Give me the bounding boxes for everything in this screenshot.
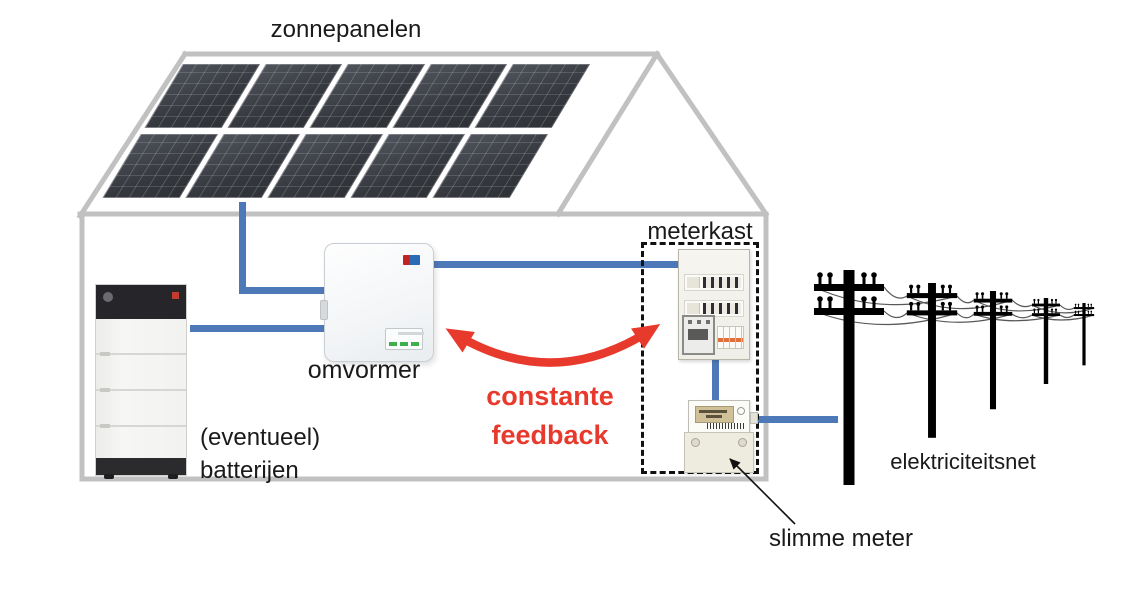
inverter-label: omvormer — [307, 356, 421, 384]
connector-solar-to-inverter-horizontal — [239, 287, 325, 294]
power-pole-icon — [973, 291, 1013, 410]
battery-base — [96, 458, 186, 475]
solar-panel-array — [102, 64, 590, 198]
battery-stack — [95, 284, 187, 479]
smart-meter-button — [737, 407, 745, 415]
meter-cabinet-label: meterkast — [647, 218, 753, 245]
connector-battery-to-inverter — [190, 325, 326, 332]
breaker-panel — [678, 249, 750, 360]
inverter-display — [385, 328, 424, 350]
smart-meter-terminal-cover — [684, 432, 754, 473]
batteries-label: (eventueel) batterijen — [200, 424, 321, 484]
connector-inverter-to-meterkast — [430, 261, 680, 268]
smart-meter-label: slimme meter — [768, 525, 913, 552]
inverter-connector — [320, 300, 328, 320]
feedback-label: constante feedback — [486, 381, 614, 450]
solar-panels-label: zonnepanelen — [270, 16, 422, 43]
panel-meter-module — [682, 315, 715, 355]
battery-brand-icon — [103, 292, 113, 302]
smart-meter-lcd — [695, 406, 734, 423]
breaker-row — [684, 274, 744, 291]
smart-meter-device — [688, 400, 750, 433]
battery-indicator — [172, 292, 179, 299]
sma-logo-icon — [403, 255, 420, 265]
grid-label: elektriciteitsnet — [890, 449, 1036, 474]
smart-meter-barcode — [707, 423, 745, 429]
connector-smart-meter-to-grid — [752, 416, 838, 423]
power-pole-icon — [1032, 298, 1060, 384]
power-pole-icon — [906, 283, 958, 438]
feedback-arrow-icon — [445, 324, 661, 367]
mini-breakers — [717, 326, 744, 349]
inverter-unit — [320, 243, 434, 362]
power-pole-icon — [1073, 303, 1095, 366]
connector-solar-to-inverter-vertical — [239, 202, 246, 294]
connector-panel-to-smart-meter — [712, 358, 719, 404]
inverter-status-leds — [389, 342, 419, 346]
battery-modules — [96, 319, 186, 458]
battery-top-cap — [96, 285, 186, 319]
